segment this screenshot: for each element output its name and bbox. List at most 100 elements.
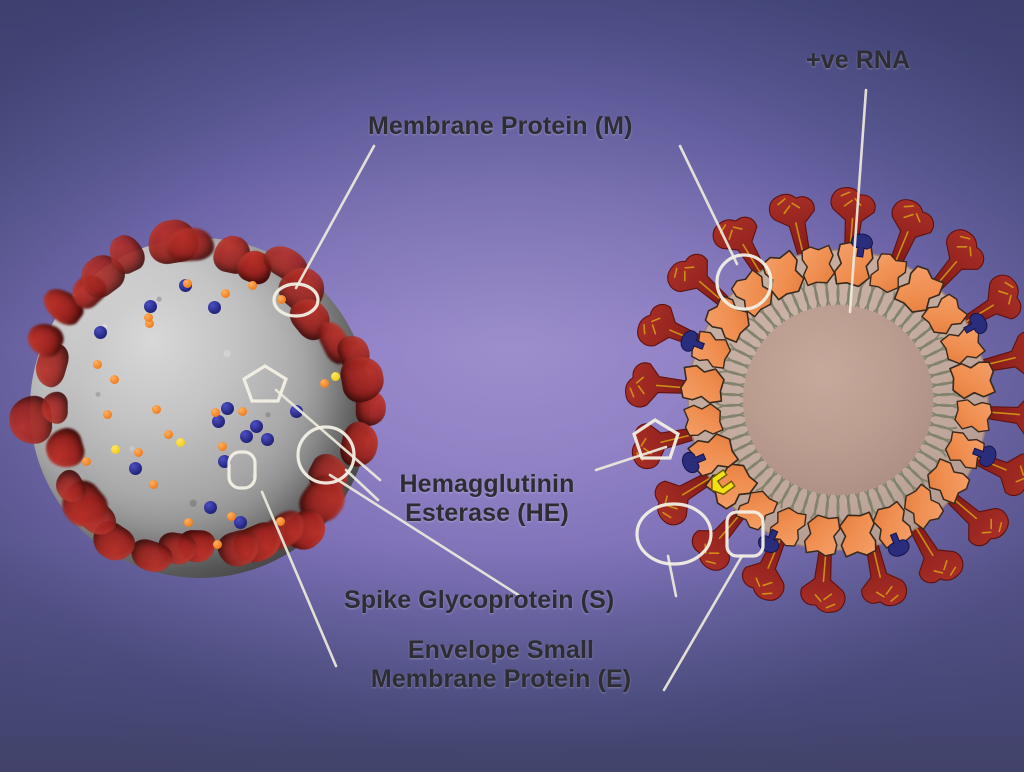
spike-glycoprotein	[925, 229, 985, 297]
membrane-protein-marker	[102, 409, 112, 419]
spike-glycoprotein	[768, 193, 815, 264]
membrane-protein	[683, 403, 724, 437]
membrane-protein	[869, 253, 908, 294]
membrane-protein-marker	[237, 406, 247, 416]
membrane-protein-marker	[145, 319, 155, 329]
membrane-protein-marker	[226, 511, 236, 521]
membrane-protein-marker	[320, 379, 330, 389]
membrane-protein-marker	[182, 279, 192, 289]
rna-core	[743, 305, 933, 495]
envelope-protein-marker	[233, 516, 247, 530]
spike-glycoprotein	[830, 187, 876, 260]
envelope-protein-marker	[261, 432, 275, 446]
membrane-protein	[768, 507, 807, 547]
membrane-protein	[893, 265, 945, 313]
spike-glycoprotein	[974, 330, 1024, 377]
leader-line-m-right	[678, 144, 739, 266]
envelope-protein-marker	[211, 414, 225, 428]
callout-he-right	[725, 510, 765, 558]
membrane-protein-marker	[220, 289, 230, 299]
hemagglutinin-esterase-protein	[711, 468, 736, 496]
leader-line-s-right	[666, 554, 678, 598]
leader-lines	[260, 88, 868, 692]
membrane-protein-marker	[213, 540, 223, 549]
spike-glycoprotein	[691, 503, 751, 571]
leader-line-e-right	[594, 445, 668, 472]
leader-line-m-left	[294, 144, 376, 290]
membrane-protein-marker	[151, 405, 161, 415]
hemagglutinin-esterase-marker	[175, 438, 185, 448]
envelope-protein-marker	[93, 325, 107, 339]
envelope-protein-marker	[221, 402, 235, 416]
membrane-protein-marker	[133, 448, 143, 458]
leader-line-e-left	[260, 490, 338, 668]
membrane-protein-marker	[144, 313, 154, 323]
label-spike-glycoprotein: Spike Glycoprotein (S)	[344, 586, 615, 614]
hemagglutinin-esterase-marker	[331, 371, 341, 381]
envelope-protein-marker	[128, 461, 142, 475]
envelope-protein-marker	[239, 429, 253, 443]
virion-3d-model	[0, 196, 412, 620]
label-envelope-protein: Envelope Small Membrane Protein (E)	[370, 636, 632, 694]
membrane-protein-marker	[248, 280, 258, 290]
spike-glycoprotein	[887, 199, 935, 272]
envelope-protein-marker	[249, 419, 263, 433]
leader-line-rna	[848, 88, 868, 314]
membrane-protein	[730, 269, 773, 318]
membrane-protein	[944, 431, 985, 470]
spike-glycoprotein	[800, 540, 846, 613]
leader-line-he-e-left	[274, 388, 382, 482]
membrane-protein	[940, 325, 986, 365]
membrane-protein	[691, 330, 732, 369]
callout-he-left	[227, 450, 257, 490]
hemagglutinin-esterase-marker	[110, 444, 120, 454]
membrane-protein-marker	[218, 441, 228, 451]
callout-m-left	[272, 282, 320, 318]
membrane-protein	[803, 514, 841, 557]
leader-line-he2	[344, 468, 380, 502]
membrane-protein	[927, 458, 971, 505]
spike-glycoprotein	[625, 362, 698, 408]
leader-line-he-right	[662, 554, 744, 692]
membrane-protein-marker	[110, 374, 120, 384]
callout-e-right	[632, 418, 680, 460]
membrane-protein	[921, 293, 969, 335]
envelope-protein	[888, 532, 910, 557]
membrane-protein	[801, 244, 836, 287]
callout-shapes	[227, 253, 773, 566]
envelope-protein	[963, 312, 988, 334]
spike-glycoprotein	[941, 487, 1009, 547]
envelope-protein	[851, 233, 873, 258]
envelope-protein	[972, 445, 997, 467]
envelope-protein-marker	[144, 300, 158, 314]
label-membrane-protein: Membrane Protein (M)	[368, 112, 633, 140]
membrane-protein	[704, 294, 750, 343]
callout-m-right	[715, 253, 773, 311]
membrane-protein	[838, 511, 877, 558]
envelope-protein	[681, 451, 707, 474]
membrane-protein-marker	[164, 429, 174, 439]
spike-glycoprotein	[654, 468, 721, 526]
envelope-protein-marker	[208, 301, 222, 315]
spike-glycoprotein	[667, 253, 735, 313]
envelope-protein-marker	[203, 501, 217, 515]
membrane-protein	[949, 361, 996, 400]
envelope-protein-marker	[289, 404, 303, 418]
membrane-protein	[735, 490, 779, 531]
spike-glycoprotein	[978, 392, 1024, 438]
label-hemagglutinin-esterase: Hemagglutinin Esterase (HE)	[399, 470, 575, 528]
callout-e-left	[242, 364, 288, 403]
membrane-protein	[954, 399, 993, 433]
membrane-protein-marker	[149, 479, 159, 489]
schematic-group	[625, 187, 1024, 613]
envelope-protein	[680, 330, 706, 352]
membrane-protein-marker	[82, 457, 92, 467]
membrane-protein-marker	[210, 408, 220, 418]
membrane-protein	[903, 483, 945, 530]
membrane-protein-marker	[93, 359, 103, 369]
spike-glycoprotein	[712, 216, 770, 283]
spike-glycoprotein	[861, 536, 908, 607]
membrane-protein	[680, 364, 725, 404]
